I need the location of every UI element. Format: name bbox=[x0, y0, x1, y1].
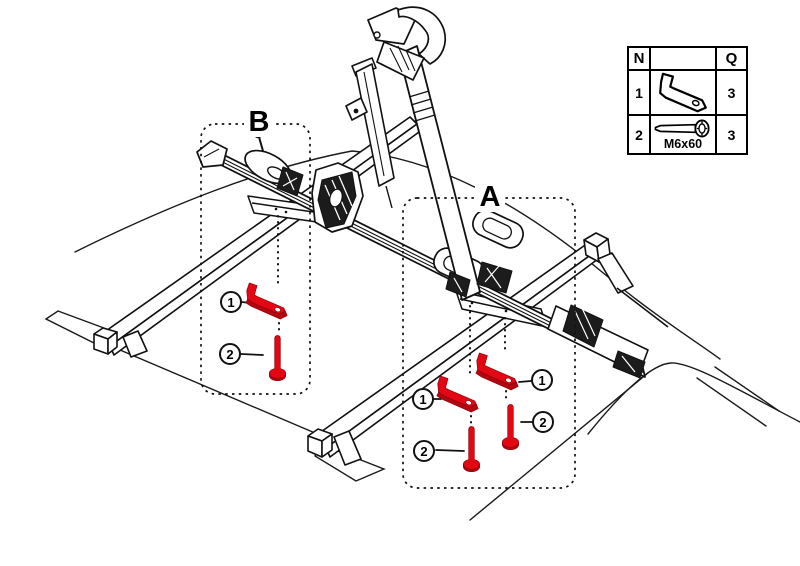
parts-table-row1-number: 1 bbox=[629, 71, 651, 116]
wheel-tray bbox=[547, 304, 649, 379]
callout-number-bolt-a-left: 2 bbox=[413, 440, 435, 462]
highlighted-bracket-a-left bbox=[436, 375, 479, 413]
frame-holder-arm bbox=[345, 6, 513, 301]
parts-table: N Q 1 3 2 M6x60 3 bbox=[627, 46, 748, 155]
wheel-strap-front bbox=[244, 129, 304, 197]
wheel-strap-middle bbox=[311, 162, 364, 233]
parts-table-row2-number: 2 bbox=[629, 116, 651, 153]
bolt-icon bbox=[654, 119, 710, 137]
highlighted-bolt-a-left bbox=[462, 426, 481, 473]
callout-number-bracket-b: 1 bbox=[220, 291, 242, 313]
bolt-spec-label: M6x60 bbox=[663, 136, 703, 151]
car-roof-outline bbox=[44, 150, 800, 521]
highlighted-bracket-a-right bbox=[475, 352, 519, 391]
dotted-alignment-lines bbox=[277, 215, 507, 427]
parts-table-row2-icon-cell: M6x60 bbox=[651, 116, 717, 153]
parts-table-row2-quantity: 3 bbox=[727, 126, 736, 143]
roof-bar-rear bbox=[307, 232, 669, 466]
parts-table-header-number: N bbox=[629, 48, 651, 71]
parts-table-row1-quantity: 3 bbox=[717, 71, 746, 116]
parts-table-header-icon bbox=[651, 48, 717, 71]
wheel-strap-rear-upper bbox=[472, 209, 524, 249]
callout-number-bolt-b: 2 bbox=[219, 343, 241, 365]
parts-table-header-quantity: Q bbox=[717, 48, 746, 71]
parts-table-row1-icon-cell bbox=[651, 71, 717, 116]
bracket-icon bbox=[659, 72, 707, 112]
section-label-a: A bbox=[475, 182, 505, 212]
callout-number-bolt-a-right: 2 bbox=[532, 411, 554, 433]
highlighted-bolt-a-right bbox=[501, 404, 520, 451]
highlighted-bolt-b bbox=[268, 335, 287, 382]
callout-number-bracket-a-right: 1 bbox=[531, 369, 553, 391]
highlighted-bracket-b bbox=[245, 282, 288, 320]
section-label-b: B bbox=[244, 107, 274, 137]
callout-number-bracket-a-left: 1 bbox=[412, 388, 434, 410]
